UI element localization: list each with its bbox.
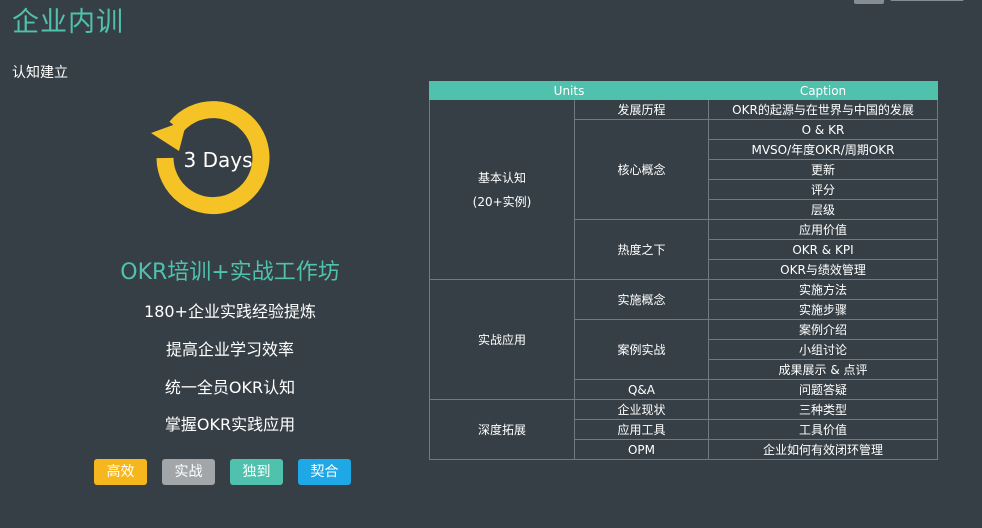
tag-badge: 契合 <box>298 459 351 485</box>
table-row: 应用工具工具价值 <box>430 419 938 440</box>
page-title: 企业内训 <box>12 7 124 38</box>
section-subtitle: 认知建立 <box>12 65 68 81</box>
logo-wordmark <box>890 0 964 1</box>
table-header-row: Units Caption <box>429 81 938 100</box>
category-note: (20+实例) <box>472 194 532 209</box>
brand-logo <box>854 0 964 4</box>
caption-cell: 小组讨论 <box>708 339 938 360</box>
caption-cell: OKR的起源与在世界与中国的发展 <box>708 99 938 120</box>
caption-cell: OKR与绩效管理 <box>708 259 938 280</box>
table-row: 实战应用 实施概念实施方法 <box>429 279 938 400</box>
unit-cell: OPM <box>574 439 709 460</box>
table-row: 热度之下应用价值 <box>430 219 938 280</box>
caption-cell: MVSO/年度OKR/周期OKR <box>708 139 938 160</box>
caption-cell: 案例介绍 <box>708 319 938 340</box>
unit-cell: 实施概念 <box>574 279 709 320</box>
caption-cell: 成果展示 & 点评 <box>708 359 938 380</box>
caption-cell: 企业如何有效闭环管理 <box>708 439 938 460</box>
caption-cell: 三种类型 <box>708 399 938 420</box>
caption-header: Caption <box>708 81 938 100</box>
category-label: 深度拓展 <box>477 422 526 437</box>
category-cell: 深度拓展 <box>429 399 575 460</box>
category-label: 实战应用 <box>477 332 526 347</box>
logo-mark-icon <box>854 0 884 4</box>
tag-badge: 实战 <box>162 459 215 485</box>
caption-cell: 工具价值 <box>708 419 938 440</box>
unit-cell: 应用工具 <box>574 419 709 440</box>
feature-item: 统一全员OKR认知 <box>164 378 296 397</box>
caption-cell: 应用价值 <box>708 219 938 240</box>
unit-cell: 热度之下 <box>574 219 709 280</box>
caption-cell: 更新 <box>708 159 938 180</box>
cycle-arrow-icon <box>151 101 270 215</box>
caption-cell: 实施方法 <box>708 279 938 300</box>
cycle-graphic: 3 Days <box>150 95 276 221</box>
tag-badge: 高效 <box>94 459 147 485</box>
caption-cell: OKR & KPI <box>708 239 938 260</box>
caption-cell: 实施步骤 <box>708 299 938 320</box>
feature-item: 180+企业实践经验提炼 <box>144 302 316 321</box>
table-row: 深度拓展 企业现状三种类型 <box>429 399 938 460</box>
unit-cell: 发展历程 <box>574 99 709 120</box>
unit-cell: 企业现状 <box>574 399 709 420</box>
unit-cell: 案例实战 <box>574 319 709 380</box>
cycle-label: 3 Days <box>183 148 253 172</box>
unit-cell: 核心概念 <box>574 119 709 220</box>
caption-cell: 评分 <box>708 179 938 200</box>
category-label: 基本认知 <box>477 170 526 185</box>
units-header: Units <box>429 81 709 100</box>
category-cell: 实战应用 <box>429 279 575 400</box>
category-cell: 基本认知 (20+实例) <box>429 99 575 280</box>
tag-list: 高效 实战 独到 契合 <box>94 459 351 485</box>
table-row: 案例实战案例介绍 <box>430 319 938 380</box>
feature-item: 掌握OKR实践应用 <box>164 415 296 434</box>
program-headline: OKR培训+实战工作坊 <box>120 260 340 285</box>
feature-item: 提高企业学习效率 <box>165 340 294 359</box>
tag-badge: 独到 <box>230 459 283 485</box>
caption-cell: 问题答疑 <box>708 379 938 400</box>
caption-cell: O & KR <box>708 119 938 140</box>
caption-cell: 层级 <box>708 199 938 220</box>
unit-cell: Q&A <box>574 379 709 400</box>
table-row: 小组讨论 <box>430 339 938 360</box>
